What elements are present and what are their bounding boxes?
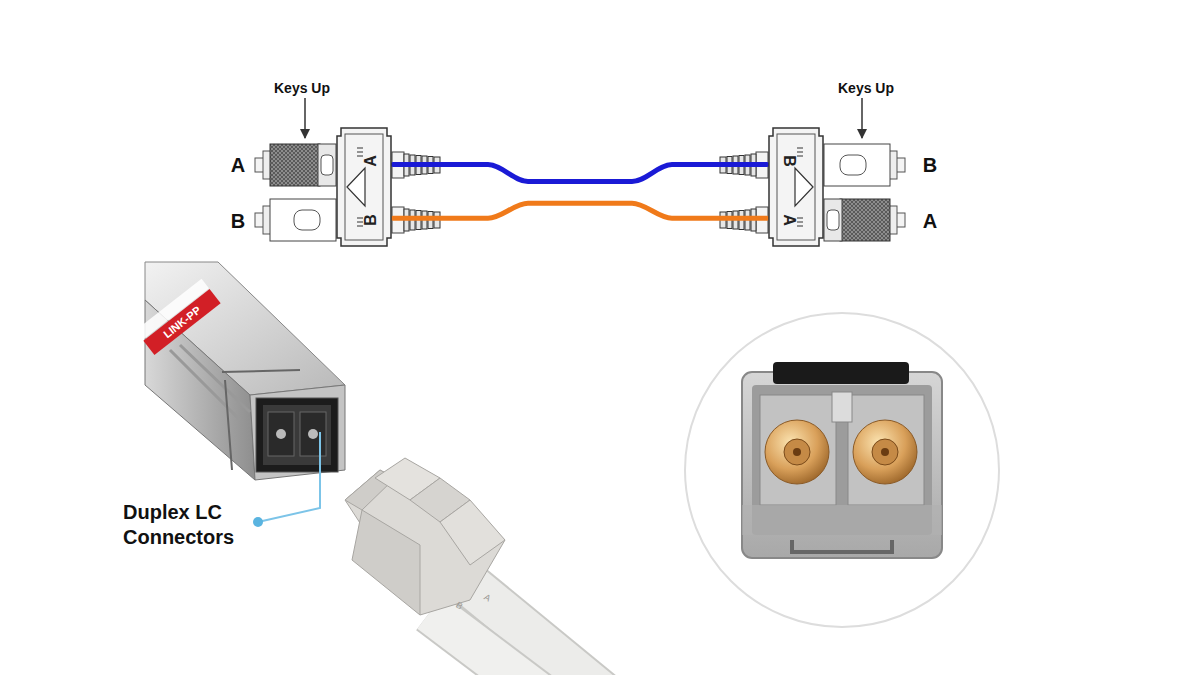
port-letter: A [231,153,245,178]
port-letter: A [923,209,937,234]
port-letter: B [231,209,245,234]
port-letter: B [363,214,379,226]
leader-dot [253,517,263,527]
pointer-arrow [304,98,306,138]
annotation: Keys Up [838,79,894,97]
callout-text: Duplex LC Connectors [123,500,253,550]
port-letter: A [363,155,379,167]
fiber-line [393,165,767,182]
leader-line [258,432,320,522]
clip-outline [767,128,825,246]
port-letter: A [482,592,493,605]
clip-outline [335,128,393,246]
fiber-line [393,203,767,218]
duplex-clip: AB [335,128,393,246]
annotation: Keys Up [274,79,330,97]
port-letter: B [781,155,797,167]
port-letter: A [781,214,797,226]
duplex-clip: BA [767,128,825,246]
port-letter: B [454,600,465,613]
pointer-arrow [861,98,863,138]
port-letter: B [923,153,937,178]
port-closeup [685,313,999,627]
brand-label: LINK-PP [160,303,203,341]
lc-connector [345,458,610,675]
sfp-module [135,262,345,480]
